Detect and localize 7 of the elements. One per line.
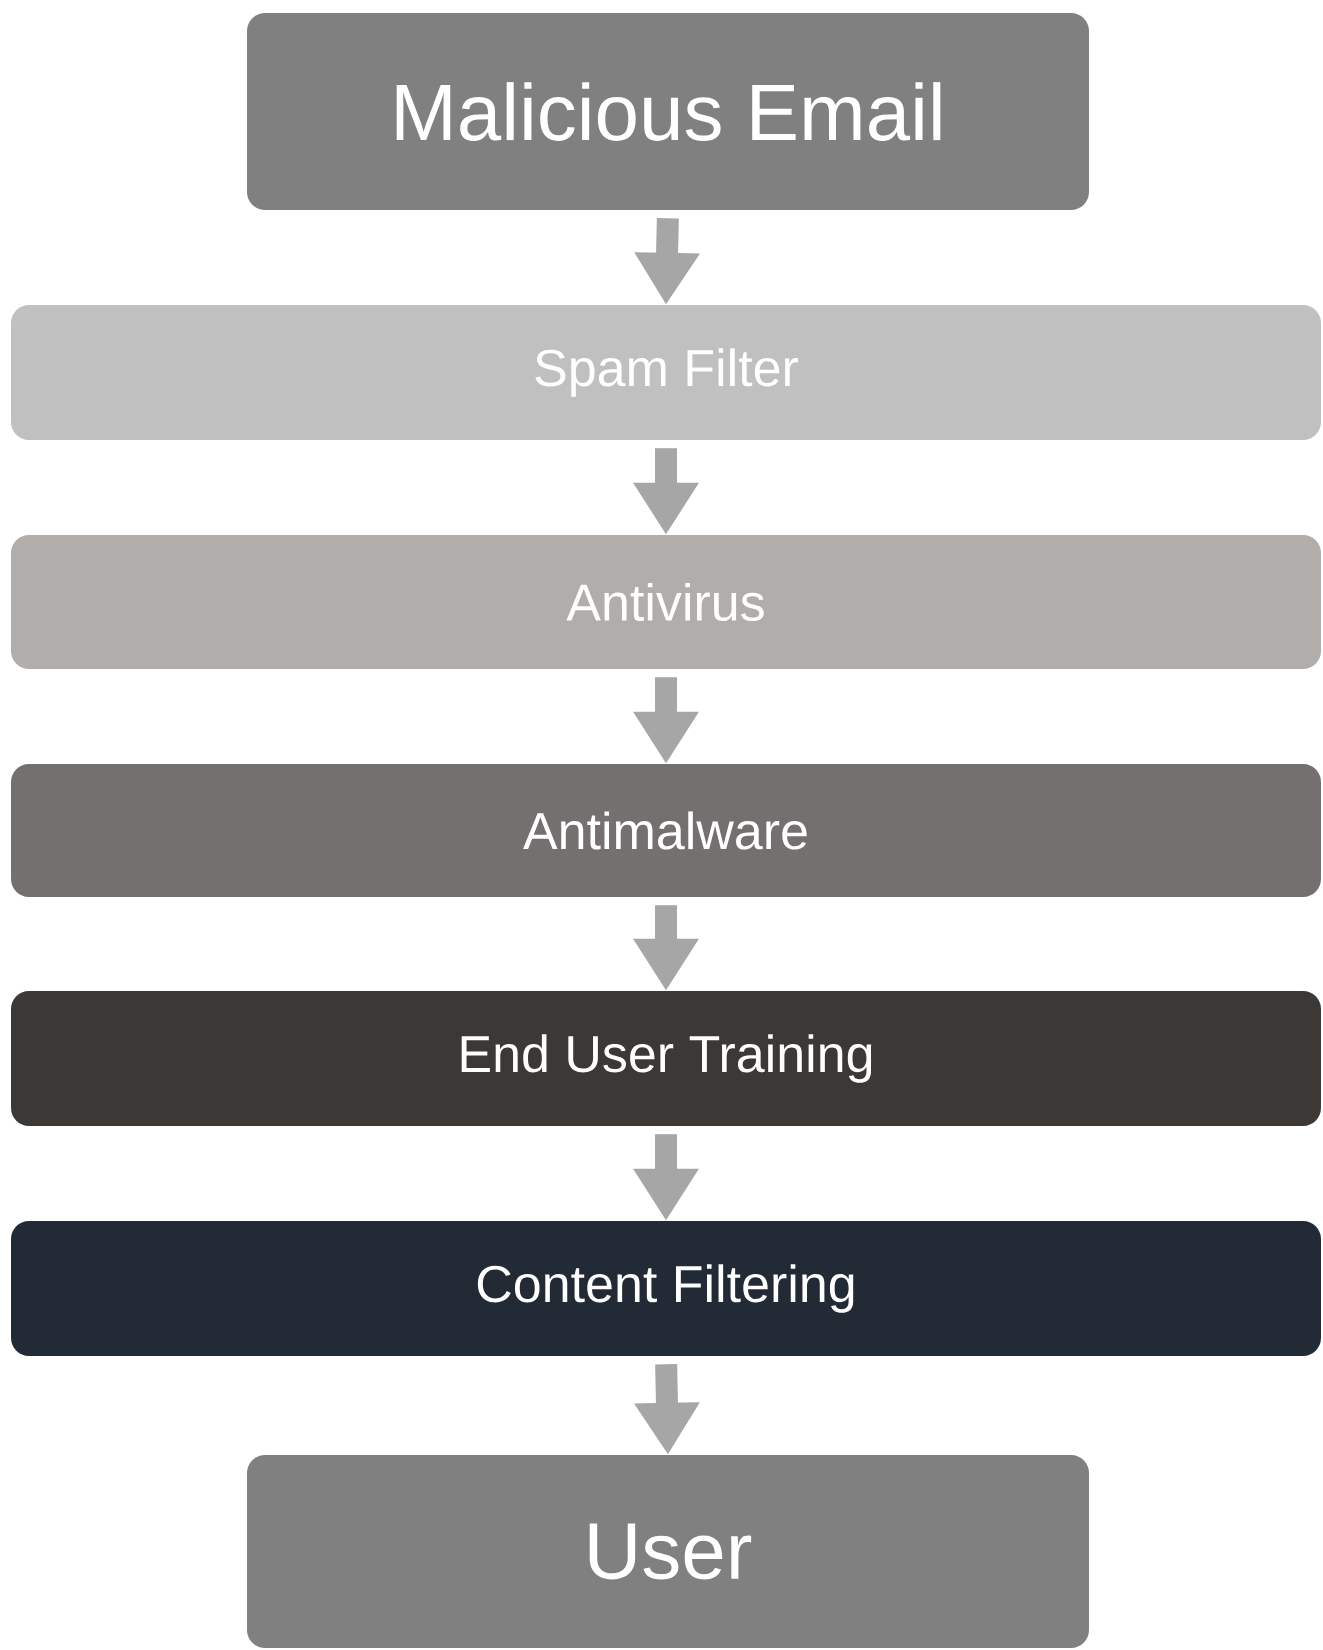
step-box: Malicious Email [247, 13, 1089, 210]
step-box: End User Training [11, 991, 1321, 1126]
step-box: User [247, 1455, 1089, 1648]
step-box: Spam Filter [11, 305, 1321, 440]
step-box: Antivirus [11, 535, 1321, 669]
step-box: Antimalware [11, 764, 1321, 897]
step-box: Content Filtering [11, 1221, 1321, 1356]
